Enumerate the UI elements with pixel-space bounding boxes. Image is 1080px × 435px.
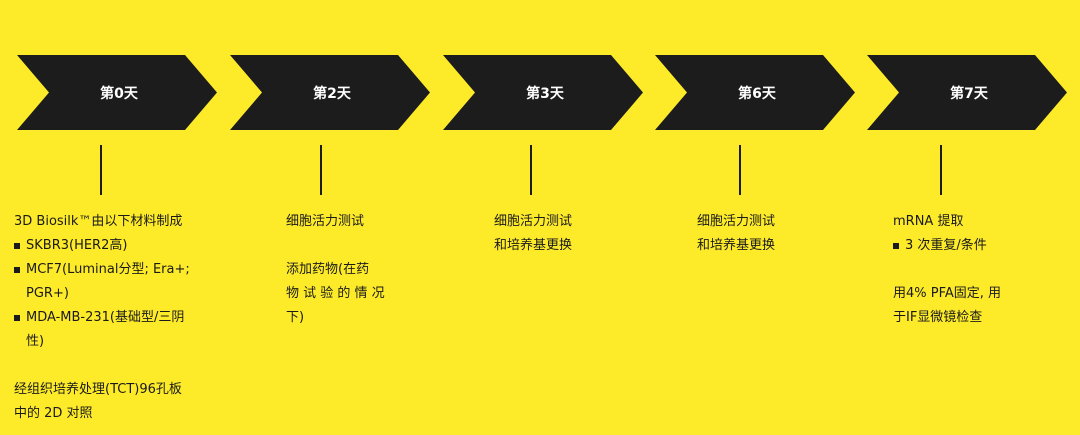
day-2-details: 细胞活力测试 添加药物(在药 物 试 验 的 情 况 下) [286, 210, 385, 330]
day-7-details: mRNA 提取 3 次重复/条件 用4% PFA固定, 用 于IF显微镜检查 [893, 210, 1001, 330]
list-item: MDA-MB-231(基础型/三阴 [14, 306, 190, 330]
day-6-details: 细胞活力测试 和培养基更换 [697, 210, 775, 258]
step-text: 于IF显微镜检查 [893, 310, 983, 325]
connector-day-6 [739, 145, 741, 195]
connector-day-7 [940, 145, 942, 195]
list-item: SKBR3(HER2高) [14, 234, 190, 258]
step-text: 细胞活力测试 [494, 214, 573, 229]
step-text: 添加药物(在药 [286, 262, 370, 277]
list-item: MCF7(Luminal分型; Era+; [14, 258, 190, 282]
step-text: 细胞活力测试 [697, 214, 776, 229]
bullet-icon [14, 315, 20, 321]
day-3-details: 细胞活力测试 和培养基更换 [494, 210, 572, 258]
day-6-chevron: 第6天 [655, 55, 855, 130]
list-item-continuation: 性) [26, 334, 45, 349]
day-0-details: 3D Biosilk™由以下材料制成 SKBR3(HER2高) MCF7(Lum… [14, 210, 190, 426]
step-text: 和培养基更换 [697, 238, 776, 253]
bullet-icon [14, 267, 20, 273]
list-item: 3 次重复/条件 [893, 234, 1001, 258]
connector-day-0 [100, 145, 102, 195]
step-text: 用4% PFA固定, 用 [893, 286, 1002, 301]
day-2-chevron: 第2天 [230, 55, 430, 130]
step-text: 和培养基更换 [494, 238, 573, 253]
control-note: 经组织培养处理(TCT)96孔板 [14, 382, 182, 397]
step-text: 下) [286, 310, 305, 325]
connector-day-2 [320, 145, 322, 195]
day-7-label: 第7天 [950, 85, 988, 102]
day-0-label: 第0天 [100, 85, 138, 102]
day-6-label: 第6天 [738, 85, 776, 102]
bullet-icon [893, 243, 899, 249]
step-text: 物 试 验 的 情 况 [286, 286, 385, 301]
day-0-chevron: 第0天 [17, 55, 217, 130]
day-2-label: 第2天 [313, 85, 351, 102]
list-item-continuation: PGR+) [26, 286, 69, 301]
day-3-chevron: 第3天 [443, 55, 643, 130]
connector-day-3 [530, 145, 532, 195]
day-3-label: 第3天 [526, 85, 564, 102]
day-7-chevron: 第7天 [867, 55, 1067, 130]
step-text: 细胞活力测试 [286, 214, 365, 229]
bullet-icon [14, 243, 20, 249]
step-text: mRNA 提取 [893, 214, 964, 229]
control-note: 中的 2D 对照 [14, 406, 93, 421]
materials-heading: 3D Biosilk™由以下材料制成 [14, 214, 183, 229]
